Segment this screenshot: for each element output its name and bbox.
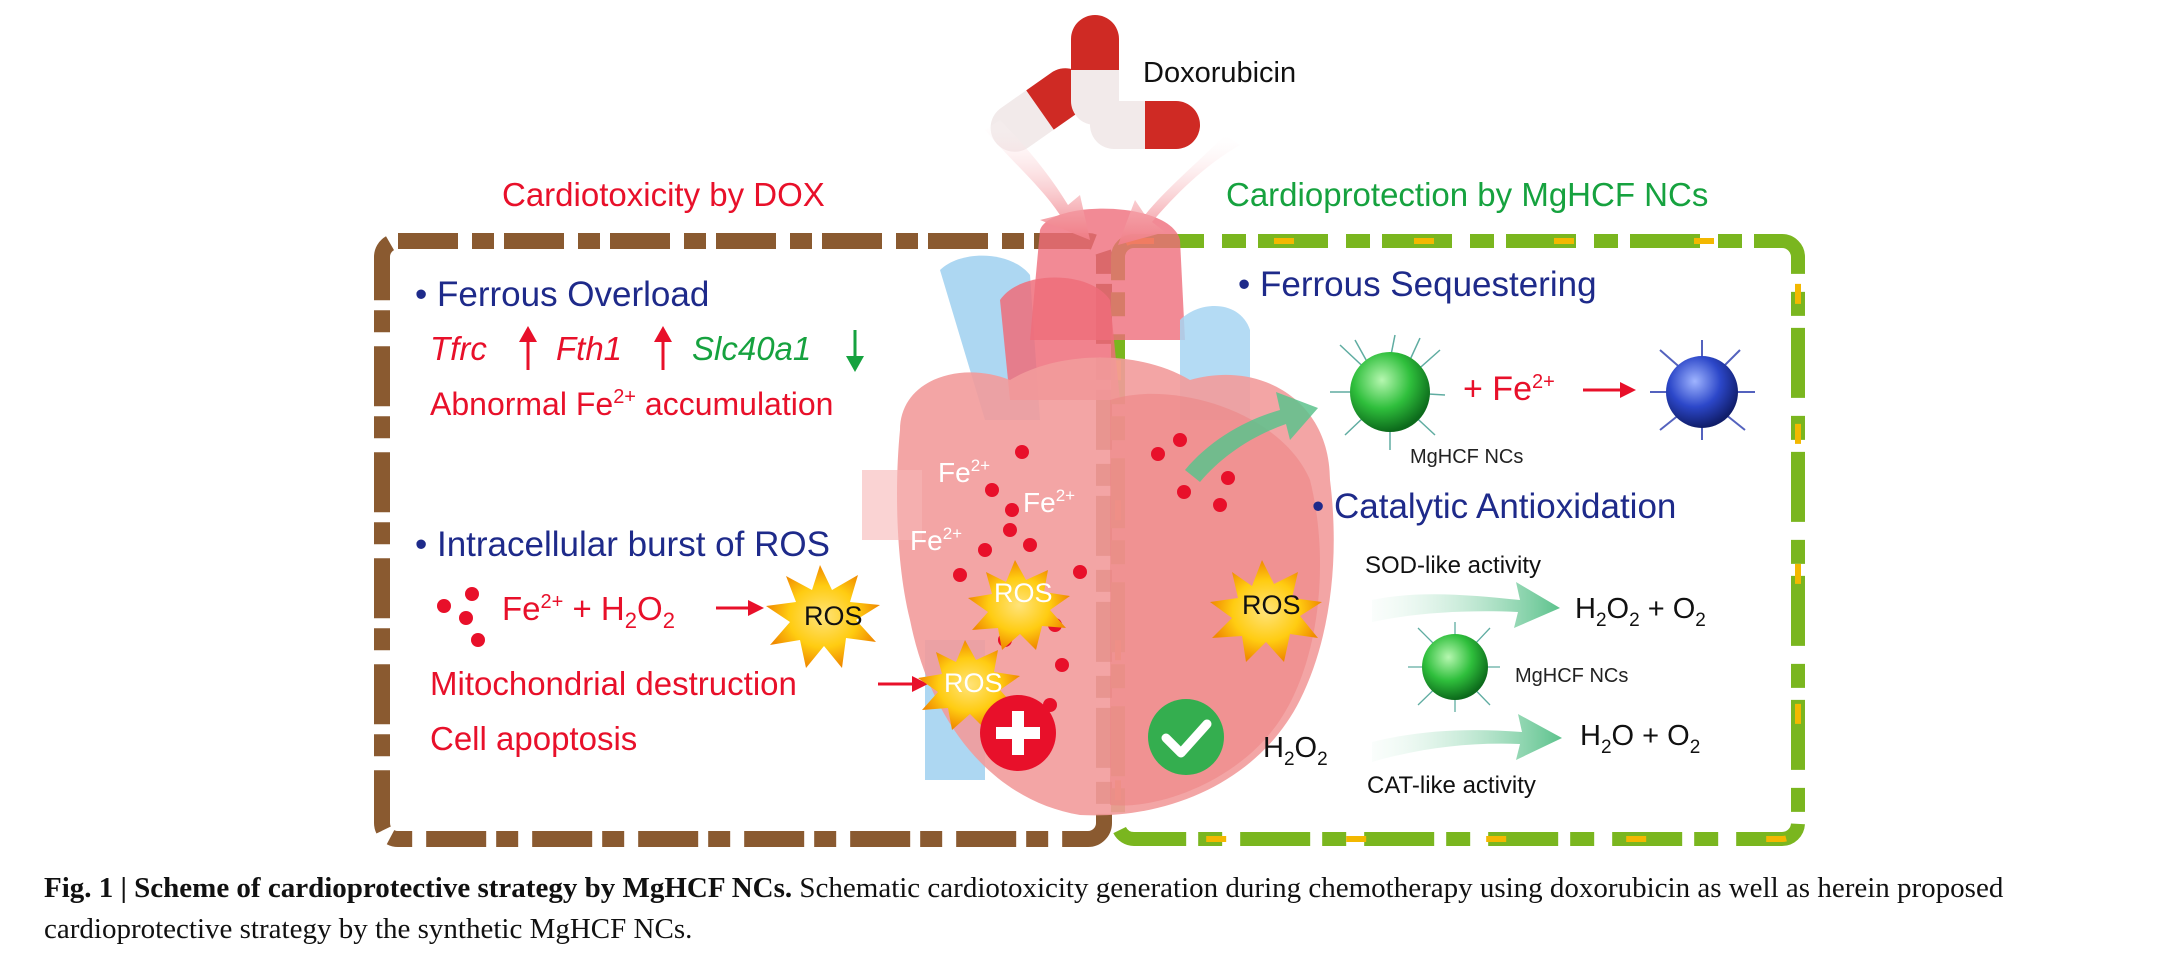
heart-fe-label-1: Fe2+ [938,456,990,488]
ros-label-right: ROS [1242,590,1301,620]
plus-fe: + Fe2+ [1463,370,1555,408]
h2o2-reactant: H2O2 [1263,732,1328,770]
up-arrow-tfrc [519,326,537,370]
sequester-arrow [1185,392,1318,482]
fe-dots [437,587,485,647]
cat-products: H2O + O2 [1580,720,1700,758]
mghcf-label-1: MgHCF NCs [1410,446,1523,468]
ros-label-heart-lower: ROS [944,668,1003,698]
heart-fe-label-3: Fe2+ [910,524,962,556]
gene-tfrc: Tfrc [430,330,487,367]
gene-fth1: Fth1 [556,330,622,367]
abnormal-fe-accumulation: Abnormal Fe2+ accumulation [430,386,833,422]
heart-shade [1110,393,1320,806]
ros-burst-left: ROS [766,565,880,668]
pill-arrow-left [985,120,1090,240]
gene-slc40a1: Slc40a1 [692,330,811,367]
pill-arrow-right [1118,135,1240,245]
sod-arrow [1372,582,1560,628]
caption-title: Fig. 1 | Scheme of cardioprotective stra… [44,872,793,904]
drug-label: Doxorubicin [1143,57,1296,89]
sequester-reaction-arrow [1583,382,1636,398]
fenton-arrow [716,600,764,616]
mito-arrow [878,676,928,692]
heart-left-mask [862,470,922,540]
mghcf-label-2: MgHCF NCs [1515,665,1628,687]
ferrous-overload-heading: • Ferrous Overload [415,275,709,314]
cat-activity-label: CAT-like activity [1367,772,1536,799]
ferrous-sequestering-heading: • Ferrous Sequestering [1238,265,1597,304]
mghcf-nc-green-icon-2 [1408,622,1500,712]
check-icon [1148,699,1224,775]
ros-burst-heart-lower: ROS [918,640,1020,730]
ros-label-heart-upper: ROS [994,578,1053,608]
cell-apoptosis: Cell apoptosis [430,720,637,757]
down-arrow-slc40a1 [846,330,864,372]
ros-burst-right: ROS [1210,560,1322,662]
danger-cross-icon [980,695,1056,771]
cat-arrow [1372,714,1562,762]
ros-burst-heart-upper: ROS [968,560,1070,650]
fe-bound-nc-icon [1650,340,1755,440]
mghcf-nc-green-icon [1330,334,1446,450]
left-panel-title: Cardiotoxicity by DOX [502,176,825,213]
right-panel-title: Cardioprotection by MgHCF NCs [1226,176,1708,213]
heart-fe-label-2: Fe2+ [1023,486,1075,518]
mitochondrial-destruction: Mitochondrial destruction [430,665,797,702]
sod-products: H2O2 + O2 [1575,593,1706,631]
catalytic-antioxidation-heading: • Catalytic Antioxidation [1312,487,1676,526]
figure-caption: Fig. 1 | Scheme of cardioprotective stra… [44,868,2134,950]
caption-text: Schematic cardiotoxicity generation duri… [44,872,2004,945]
doxorubicin-pills [985,15,1240,245]
up-arrow-fth1 [654,326,672,370]
sod-activity-label: SOD-like activity [1365,552,1541,579]
fenton-reaction: Fe2+ + H2O2 [502,590,675,633]
ros-label-left: ROS [804,601,863,631]
ros-burst-heading: • Intracellular burst of ROS [415,525,830,564]
